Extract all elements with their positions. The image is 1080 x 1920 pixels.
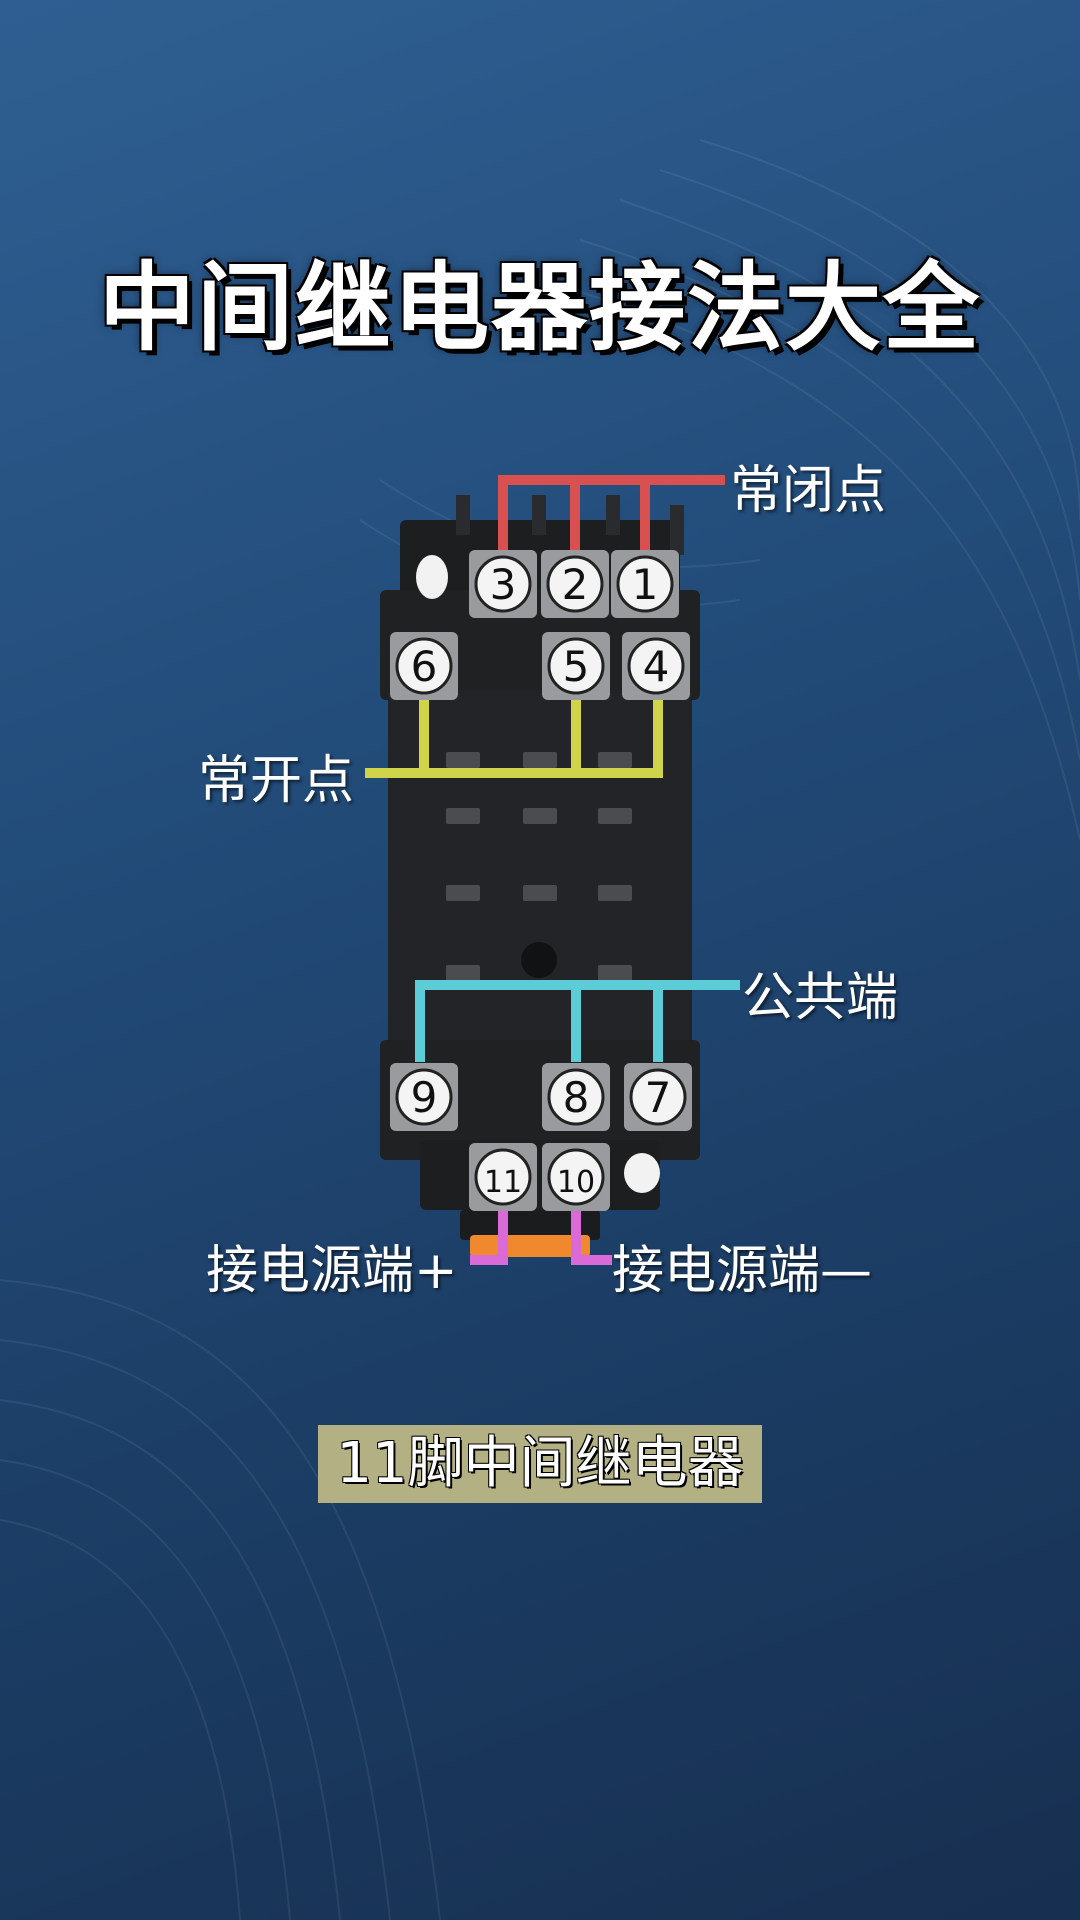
label-power-plus: 接电源端+ <box>206 1241 458 1301</box>
power-plus-wire <box>470 1205 508 1265</box>
com-wire <box>415 980 740 1062</box>
terminal-number: 10 <box>557 1165 595 1200</box>
terminal-number: 1 <box>632 560 659 609</box>
label-normally-closed: 常闭点 <box>730 461 887 521</box>
power-minus-wire <box>571 1205 612 1265</box>
nc-wire <box>498 475 725 555</box>
caption-badge: 11脚中间继电器 <box>318 1425 762 1503</box>
terminal-4: 4 <box>622 632 690 700</box>
terminal-5: 5 <box>542 632 610 700</box>
terminal-6: 6 <box>390 632 458 700</box>
terminal-number: 6 <box>411 642 438 691</box>
label-power-minus: 接电源端— <box>612 1241 873 1301</box>
terminal-9: 9 <box>390 1063 458 1131</box>
terminal-11: 11 <box>469 1143 537 1211</box>
terminal-number: 2 <box>562 560 589 609</box>
terminal-number: 9 <box>411 1073 438 1122</box>
terminal-number: 3 <box>490 560 517 609</box>
label-normally-open: 常开点 <box>198 751 355 811</box>
terminal-number: 4 <box>643 642 670 691</box>
terminal-number: 5 <box>563 642 590 691</box>
label-common: 公共端 <box>742 968 899 1028</box>
no-wire <box>365 695 663 778</box>
page-title: 中间继电器接法大全 <box>99 252 981 364</box>
terminal-1: 1 <box>611 550 679 618</box>
terminal-number: 7 <box>645 1073 672 1122</box>
terminal-number: 11 <box>484 1165 522 1200</box>
terminal-number: 8 <box>563 1073 590 1122</box>
terminal-10: 10 <box>542 1143 610 1211</box>
terminal-8: 8 <box>542 1063 610 1131</box>
terminal-7: 7 <box>624 1063 692 1131</box>
terminal-3: 3 <box>469 550 537 618</box>
terminal-2: 2 <box>541 550 609 618</box>
